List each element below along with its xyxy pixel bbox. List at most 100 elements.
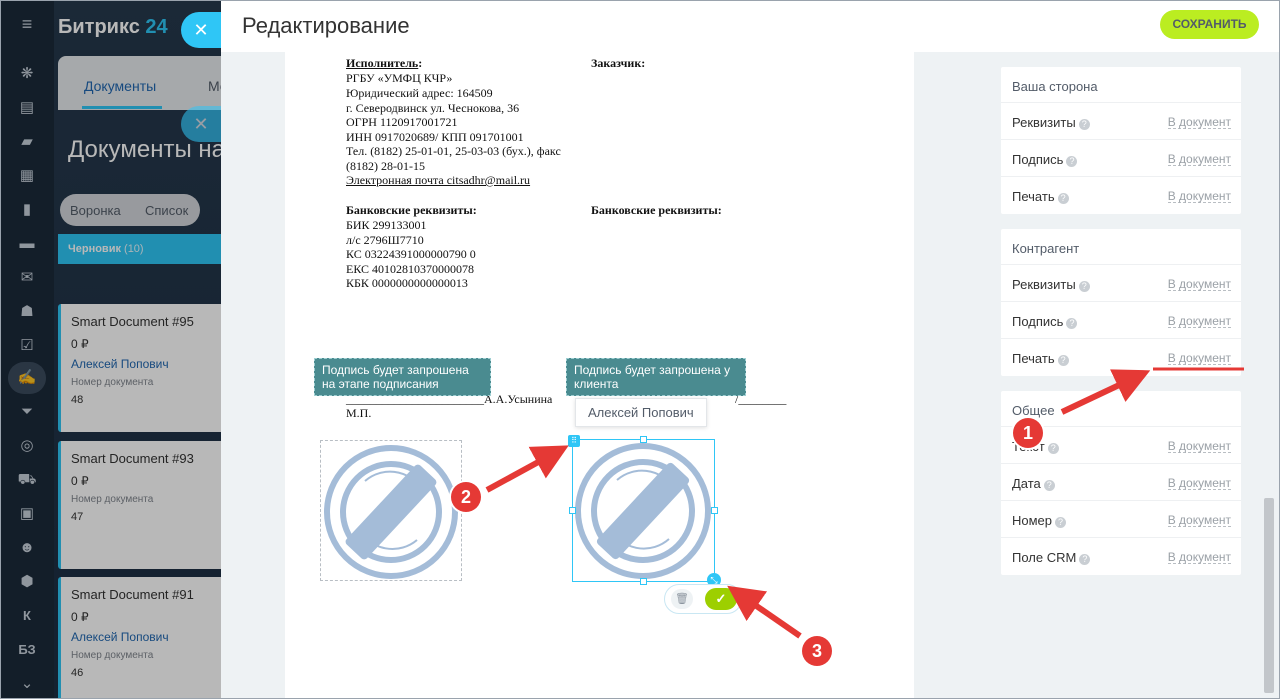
activity-icon[interactable]: ❋ — [20, 65, 34, 82]
scrollbar-thumb[interactable] — [1264, 498, 1274, 693]
k-icon[interactable]: К — [23, 608, 31, 623]
help-icon[interactable]: ? — [1066, 156, 1078, 167]
card-user[interactable]: Алексей Попович — [71, 630, 169, 644]
add-to-document-link[interactable]: В документ — [1167, 439, 1231, 453]
left-rail: ≡ ❋ ▤ ▰ ▦ ▮ ▬ ✉ ☗ ☑ ✍ ⏷ ◎ ⛟ ▣ ☻ ⬢ К БЗ ⌄ — [0, 0, 54, 699]
more-icon[interactable]: ⌄ — [20, 675, 34, 692]
add-to-document-link[interactable]: В документ — [1167, 476, 1231, 490]
card-title[interactable]: Smart Document #93 — [71, 451, 194, 466]
background-app: Битрикс 24 Документы Мо Документы на Вор… — [54, 0, 224, 699]
group-icon[interactable]: ☗ — [20, 303, 34, 320]
step-badge-1: 1 — [1013, 418, 1043, 448]
kanban-card[interactable]: Smart Document #91 0 ₽ Алексей Попович Н… — [58, 577, 224, 699]
card-price: 0 ₽ — [71, 337, 89, 351]
panel-counterparty: Контрагент Реквизиты?В документ Подпись?… — [1001, 229, 1241, 376]
mp-label: М.П. — [346, 406, 372, 420]
slider-close-button-secondary[interactable]: ✕ — [181, 106, 221, 142]
add-to-document-link[interactable]: В документ — [1167, 189, 1231, 203]
card-user[interactable]: Алексей Попович — [71, 357, 169, 371]
column-header[interactable]: Черновик (10) — [58, 234, 224, 264]
row-label: Поле CRM? — [1012, 550, 1091, 565]
help-icon[interactable]: ? — [1043, 480, 1055, 491]
bank-line: КБК 0000000000000013 — [346, 276, 468, 290]
menu-icon[interactable]: ≡ — [21, 14, 33, 34]
panel-row: Поле CRM? В документ — [1001, 538, 1241, 575]
add-to-document-link[interactable]: В документ — [1167, 115, 1231, 129]
executor-line: РГБУ «УМФЦ КЧР» — [346, 71, 453, 85]
view-list[interactable]: Список — [145, 203, 189, 218]
customer-label: Заказчик: — [591, 56, 646, 70]
edit-slider: Редактирование Сохранить Исполнитель: РГ… — [221, 0, 1280, 699]
kanban-card[interactable]: Smart Document #93 0 ₽ Номер документа 4… — [58, 441, 224, 569]
resize-handle-left[interactable] — [569, 507, 576, 514]
resize-handle-top[interactable] — [640, 436, 647, 443]
panel-row: Номер?В документ — [1001, 501, 1241, 538]
help-icon[interactable]: ? — [1079, 554, 1091, 565]
add-to-document-link[interactable]: В документ — [1167, 152, 1231, 166]
panel-scrollbar[interactable] — [1262, 52, 1274, 699]
trash-icon[interactable]: 🗑 — [671, 589, 693, 609]
stamp-selected-right[interactable]: ⠿ ⤡ — [568, 435, 721, 587]
panel-row: Дата?В документ — [1001, 464, 1241, 501]
add-to-document-link[interactable]: В документ — [1167, 513, 1231, 527]
resize-handle-right[interactable] — [711, 507, 718, 514]
card-title[interactable]: Smart Document #91 — [71, 587, 194, 602]
resize-handle-bottom[interactable] — [640, 578, 647, 585]
help-icon[interactable]: ? — [1055, 517, 1067, 528]
help-icon[interactable]: ? — [1078, 281, 1090, 292]
tabs-bar: Документы Мо — [58, 56, 224, 110]
signature-hint-left: Подпись будет запрошена на этапе подписа… — [314, 358, 491, 396]
card-field-label: Номер документа — [71, 377, 154, 388]
cart-icon[interactable]: ⛟ — [17, 471, 37, 488]
robot-icon[interactable]: ☻ — [19, 539, 35, 556]
save-button[interactable]: Сохранить — [1160, 10, 1259, 39]
help-icon[interactable]: ? — [1066, 318, 1078, 329]
tab-documents[interactable]: Документы — [84, 78, 157, 94]
resize-corner-icon[interactable]: ⤡ — [707, 573, 721, 587]
add-to-document-link[interactable]: В документ — [1167, 277, 1231, 291]
stamp-icon — [324, 445, 458, 579]
help-icon[interactable]: ? — [1057, 193, 1069, 204]
calendar-icon[interactable]: ▦ — [19, 167, 35, 184]
mail-icon[interactable]: ✉ — [20, 269, 34, 286]
target-icon[interactable]: ◎ — [20, 437, 34, 454]
tasks-icon[interactable]: ☑ — [20, 337, 34, 354]
help-icon[interactable]: ? — [1047, 443, 1059, 454]
document-icon[interactable]: ▮ — [22, 201, 32, 218]
panel-title: Общее — [1001, 391, 1241, 427]
kanban-card[interactable]: Smart Document #95 0 ₽ Алексей Попович Н… — [58, 304, 224, 432]
panel-general: Общее Текст?В документ Дата?В документ Н… — [1001, 391, 1241, 575]
card-number: 47 — [71, 511, 84, 523]
kb-icon[interactable]: БЗ — [18, 642, 36, 657]
add-to-document-link[interactable]: В документ — [1167, 314, 1231, 328]
bank-line: КС 03224391000000790 0 — [346, 247, 476, 261]
slider-title: Редактирование — [242, 13, 410, 38]
chat-icon[interactable]: ▰ — [21, 133, 33, 150]
executor-line: ОГРН 1120917001721 — [346, 115, 458, 129]
tab-underline — [82, 106, 162, 109]
contacts-icon[interactable]: ▣ — [19, 505, 35, 522]
bank-label-right: Банковские реквизиты: — [591, 203, 722, 217]
confirm-check-icon[interactable]: ✓ — [705, 588, 737, 610]
help-icon[interactable]: ? — [1057, 355, 1069, 366]
add-to-document-link[interactable]: В документ — [1167, 351, 1231, 365]
box-icon[interactable]: ⬢ — [20, 573, 34, 590]
panel-row: Подпись? В документ — [1001, 302, 1241, 339]
bank-line: ЕКС 40102810370000078 — [346, 261, 475, 276]
add-to-document-link[interactable]: В документ — [1167, 550, 1231, 564]
stamp-placeholder-left[interactable] — [320, 440, 462, 581]
sign-icon[interactable]: ✍ — [17, 369, 37, 386]
email-line: Электронная почта citsadhr@mail.ru — [346, 173, 531, 187]
help-icon[interactable]: ? — [1078, 119, 1090, 130]
app-logo[interactable]: Битрикс 24 — [58, 16, 168, 38]
drive-icon[interactable]: ▬ — [19, 235, 35, 252]
card-title[interactable]: Smart Document #95 — [71, 314, 194, 329]
slider-close-button[interactable]: ✕ — [181, 12, 221, 48]
feed-icon[interactable]: ▤ — [19, 99, 35, 116]
rail-active-bg — [8, 362, 46, 394]
drag-handle-icon[interactable]: ⠿ — [568, 435, 580, 447]
filter-icon[interactable]: ⏷ — [20, 403, 33, 420]
tab-more[interactable]: Мо — [208, 78, 224, 94]
row-label: Подпись? — [1012, 314, 1078, 329]
view-funnel[interactable]: Воронка — [70, 203, 121, 218]
